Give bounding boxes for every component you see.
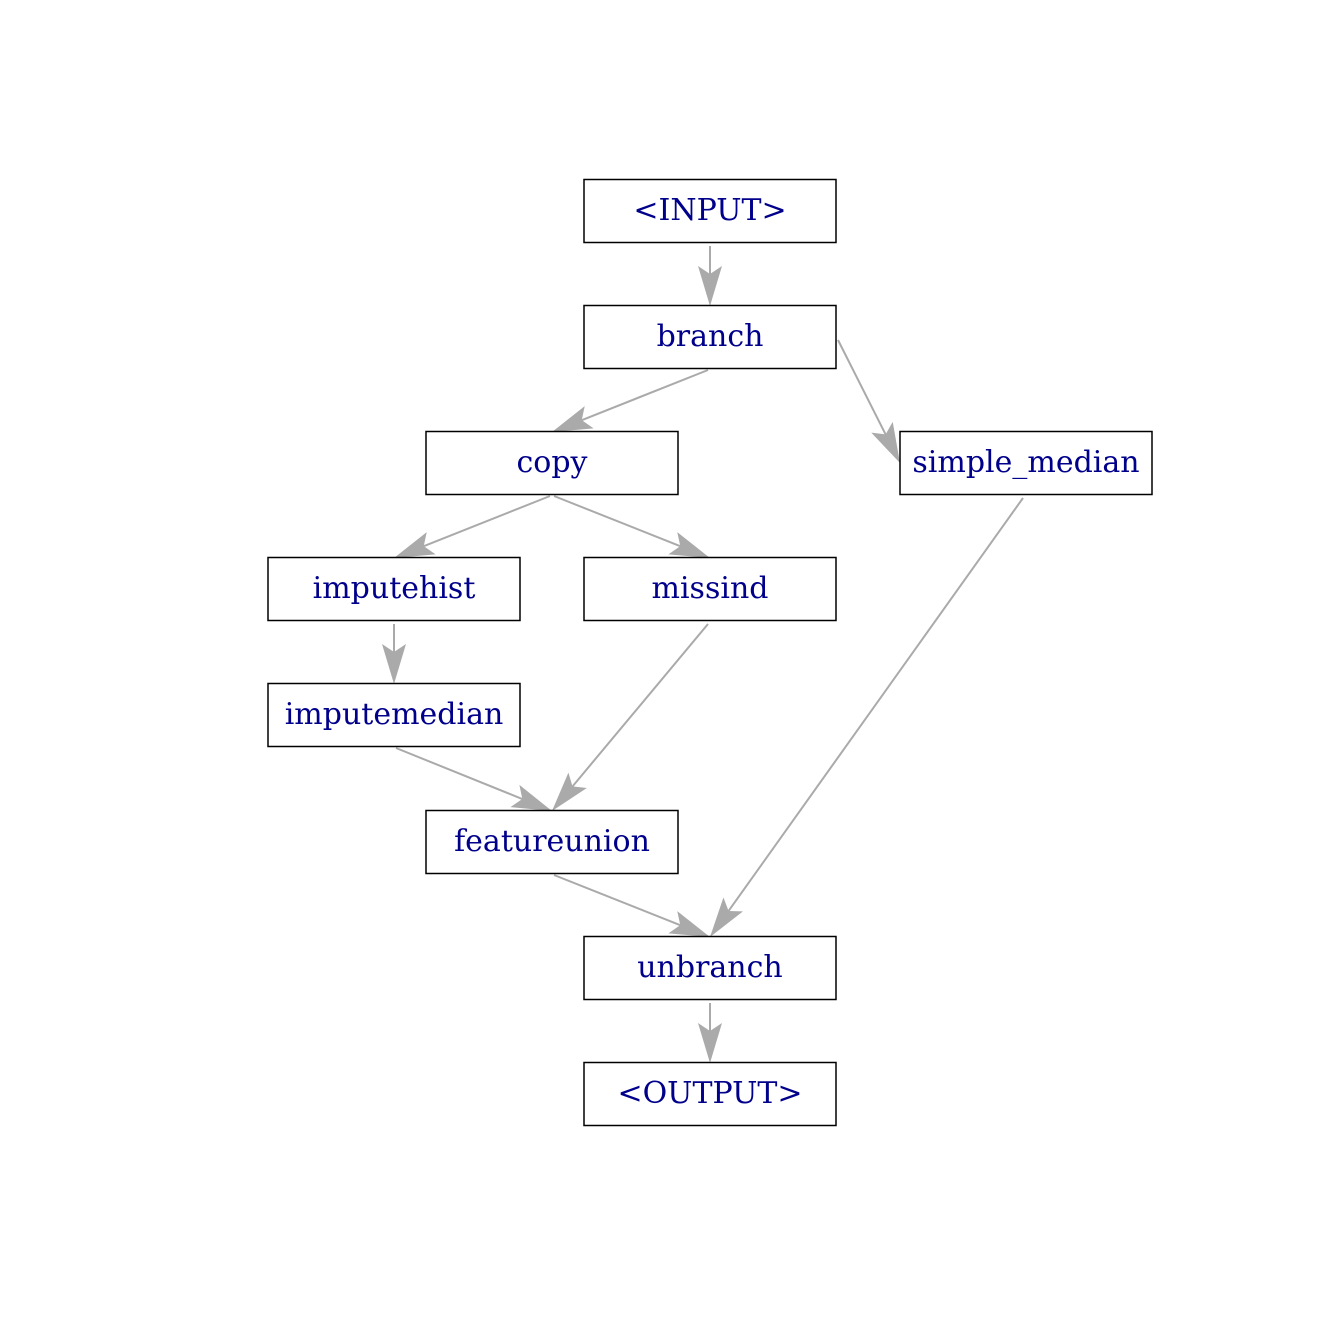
node-box (899, 430, 1153, 496)
node-box (583, 1061, 837, 1127)
node-box (583, 178, 837, 244)
node-input: <INPUT> (583, 178, 837, 244)
arrowhead-icon (668, 532, 710, 558)
edge-copy-to-imputehist (394, 495, 551, 558)
edge-unbranch-to-output (698, 1003, 722, 1063)
node-label: missind (652, 571, 769, 606)
node-featureunion: featureunion (425, 809, 679, 875)
arrowhead-icon (510, 784, 552, 811)
node-imputehist: imputehist (267, 556, 521, 622)
arrowhead-icon (552, 406, 594, 432)
arrowhead-icon (668, 911, 710, 937)
edge-missind-to-featureunion (552, 623, 709, 811)
node-branch: branch (583, 304, 837, 370)
edge-line (837, 339, 888, 437)
node-box (425, 430, 679, 496)
node-box (583, 935, 837, 1001)
arrowhead-icon (698, 1023, 722, 1063)
node-label: branch (657, 319, 764, 354)
arrowhead-icon (552, 772, 587, 811)
node-label: featureunion (454, 824, 650, 859)
arrowhead-icon (382, 644, 406, 684)
edge-imputemedian-to-featureunion (395, 747, 552, 811)
node-label: <OUTPUT> (617, 1076, 802, 1111)
edge-featureunion-to-unbranch (553, 874, 710, 937)
edge-line (553, 495, 683, 548)
arrowhead-icon (871, 421, 900, 463)
node-imputemedian: imputemedian (267, 682, 521, 748)
edge-line (570, 623, 709, 789)
edge-line (553, 874, 683, 927)
edge-line (421, 495, 551, 548)
node-box (267, 682, 521, 748)
edge-simple_median-to-unbranch (710, 497, 1024, 937)
node-unbranch: unbranch (583, 935, 837, 1001)
node-label: copy (516, 445, 587, 480)
node-label: imputehist (313, 571, 476, 606)
arrowhead-icon (698, 266, 722, 306)
node-label: unbranch (637, 950, 783, 985)
edge-line (726, 497, 1024, 914)
node-label: <INPUT> (633, 193, 786, 228)
edge-copy-to-missind (553, 495, 710, 558)
node-simple_median: simple_median (899, 430, 1153, 496)
node-box (425, 809, 679, 875)
node-missind: missind (583, 556, 837, 622)
edges-layer (382, 246, 1024, 1063)
edge-imputehist-to-imputemedian (382, 624, 406, 684)
node-box (583, 304, 837, 370)
edge-branch-to-simple_median (837, 339, 900, 463)
node-copy: copy (425, 430, 679, 496)
node-output: <OUTPUT> (583, 1061, 837, 1127)
edge-line (579, 369, 709, 422)
edge-input-to-branch (698, 246, 722, 306)
nodes-layer: <INPUT> branch copy simple_median imputehist… (267, 178, 1153, 1127)
node-box (267, 556, 521, 622)
edge-line (395, 747, 525, 801)
arrowhead-icon (394, 532, 436, 558)
node-box (583, 556, 837, 622)
arrowhead-icon (710, 897, 743, 937)
node-label: simple_median (912, 445, 1139, 480)
edge-branch-to-copy (552, 369, 709, 432)
node-label: imputemedian (285, 697, 504, 732)
